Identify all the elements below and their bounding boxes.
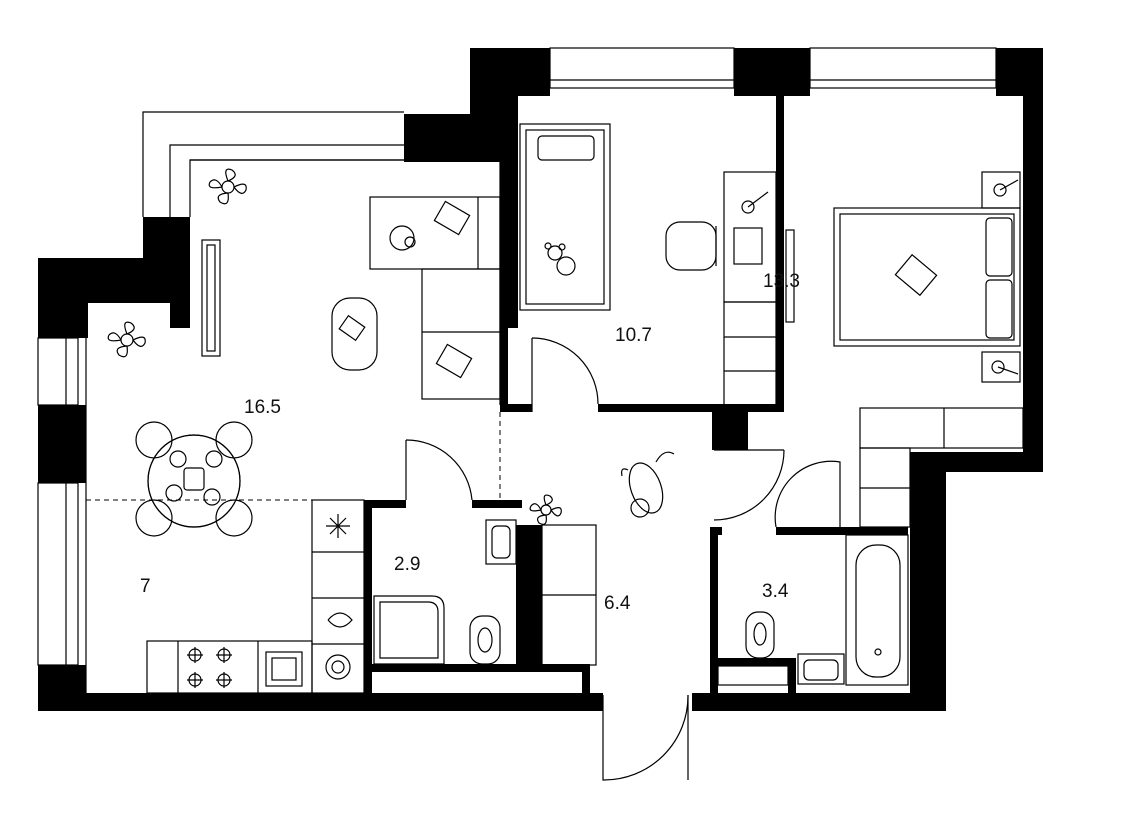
sink-icon bbox=[327, 612, 353, 628]
room-area-hallway: 6.4 bbox=[604, 593, 631, 614]
fridge-icon bbox=[326, 514, 350, 538]
desk-icon bbox=[723, 171, 777, 407]
bed-icon bbox=[519, 123, 611, 311]
room-area-bedroom: 13.3 bbox=[763, 271, 800, 292]
room-area-bathroom-tub: 3.4 bbox=[762, 581, 789, 602]
cat-icon bbox=[389, 225, 416, 251]
toilet-icon bbox=[745, 611, 775, 659]
teddy-bear-icon bbox=[544, 242, 576, 276]
tv-icon bbox=[785, 229, 795, 323]
chair-icon bbox=[665, 221, 717, 271]
dining-table-icon bbox=[135, 421, 253, 537]
bathtub-icon bbox=[845, 534, 909, 686]
sink-icon bbox=[485, 519, 517, 565]
room-labels: 16.5 7 2.9 6.4 10.7 13.3 3.4 bbox=[140, 271, 800, 614]
sink-icon bbox=[717, 653, 845, 686]
toilet-icon bbox=[469, 615, 501, 665]
room-area-bathroom-shower: 2.9 bbox=[394, 554, 420, 575]
dog-icon bbox=[621, 451, 675, 518]
coffee-table-icon bbox=[331, 297, 378, 371]
kitchen-counter bbox=[146, 499, 365, 694]
tv-icon bbox=[201, 239, 221, 357]
hall-wardrobe bbox=[541, 524, 597, 666]
room-area-child-room: 10.7 bbox=[615, 325, 652, 346]
shower-icon bbox=[373, 595, 445, 665]
washing-machine-icon bbox=[325, 654, 351, 680]
sofa-icon bbox=[369, 196, 501, 400]
walls bbox=[38, 48, 1043, 711]
bed-icon bbox=[833, 207, 1021, 347]
interior-lines bbox=[85, 162, 1024, 693]
plant-icon bbox=[107, 168, 562, 525]
window-icon bbox=[37, 47, 997, 666]
room-area-kitchen: 7 bbox=[140, 576, 151, 597]
stove-icon bbox=[187, 647, 303, 688]
door-swing-icon bbox=[405, 337, 841, 781]
nightstand-icon bbox=[981, 171, 1021, 383]
room-area-living: 16.5 bbox=[244, 397, 281, 418]
